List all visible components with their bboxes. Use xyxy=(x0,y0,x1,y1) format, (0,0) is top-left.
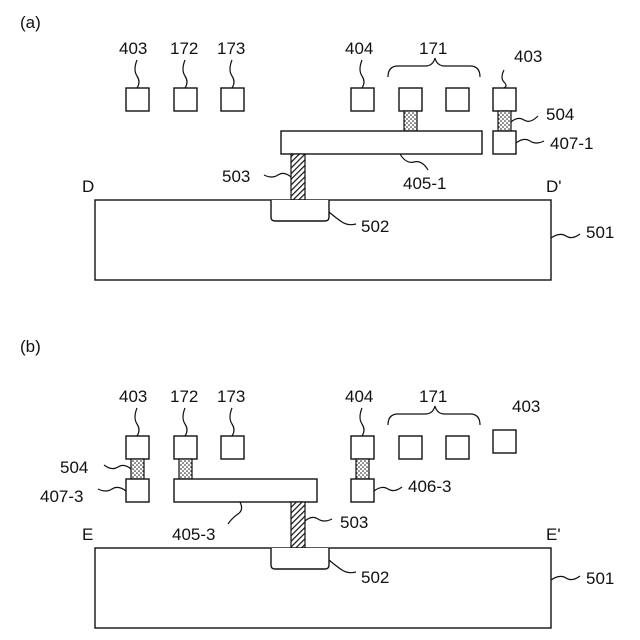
pad-403-left-b xyxy=(126,436,149,459)
panel-a: (a) 403 172 173 404 171 403 504 407-1 xyxy=(20,13,614,280)
label-407-1: 407-1 xyxy=(550,134,593,153)
label-D: D xyxy=(82,177,94,196)
via-404-b xyxy=(356,459,369,479)
label-502: 502 xyxy=(361,217,389,236)
label-171-b: 171 xyxy=(419,387,447,406)
label-E: E xyxy=(82,525,93,544)
leader-405-3 xyxy=(228,502,242,524)
pad-406-3 xyxy=(351,479,374,502)
label-173: 173 xyxy=(217,39,245,58)
pad-171-a-b xyxy=(399,436,422,459)
label-405-3: 405-3 xyxy=(172,525,215,544)
label-404: 404 xyxy=(345,39,373,58)
label-403-left: 403 xyxy=(119,39,147,58)
panel-b: (b) 403 172 173 404 171 403 504 407-3 xyxy=(20,337,614,628)
label-404-b: 404 xyxy=(345,387,373,406)
leader-504-b xyxy=(104,465,131,469)
contact-503-b xyxy=(291,502,305,548)
leader-173 xyxy=(230,60,234,88)
label-407-3: 407-3 xyxy=(40,487,83,506)
label-172-b: 172 xyxy=(170,387,198,406)
leader-405-1 xyxy=(400,154,428,170)
label-403-right-b: 403 xyxy=(512,397,540,416)
pad-171-b xyxy=(446,88,469,111)
leader-407-3 xyxy=(98,487,126,491)
leader-173-b xyxy=(230,408,234,436)
label-503: 503 xyxy=(222,167,250,186)
leader-407-1 xyxy=(516,139,544,143)
label-171: 171 xyxy=(419,39,447,58)
pad-403-right-b xyxy=(493,430,516,453)
label-504: 504 xyxy=(546,105,574,124)
label-406-3: 406-3 xyxy=(408,477,451,496)
leader-504 xyxy=(511,116,538,122)
leader-404-b xyxy=(360,408,364,436)
leader-404 xyxy=(360,60,364,88)
label-501: 501 xyxy=(586,223,614,242)
label-503-b: 503 xyxy=(340,513,368,532)
label-173-b: 173 xyxy=(217,387,245,406)
contact-503 xyxy=(291,154,305,200)
label-D-prime: D' xyxy=(546,177,562,196)
line-405-1 xyxy=(281,131,482,154)
pad-404 xyxy=(351,88,374,111)
pad-171-a xyxy=(399,88,422,111)
label-501-b: 501 xyxy=(586,569,614,588)
leader-503 xyxy=(264,173,291,177)
panel-b-label: (b) xyxy=(20,337,41,356)
leader-172-b xyxy=(183,408,187,436)
pad-407-1 xyxy=(493,131,516,154)
line-405-3 xyxy=(174,479,317,502)
diffusion-502 xyxy=(271,200,329,221)
pad-404-b xyxy=(351,436,374,459)
label-403-right: 403 xyxy=(514,47,542,66)
via-504-right xyxy=(498,111,511,131)
pad-403-right xyxy=(493,88,516,111)
leader-406-3 xyxy=(374,487,402,491)
panel-a-label: (a) xyxy=(20,13,41,32)
pad-172 xyxy=(174,88,197,111)
pad-407-3 xyxy=(126,479,149,502)
leader-403-right xyxy=(502,70,506,88)
pad-172-b xyxy=(174,436,197,459)
via-504-left-b xyxy=(131,459,144,479)
label-403-left-b: 403 xyxy=(119,387,147,406)
label-405-1: 405-1 xyxy=(403,174,446,193)
diffusion-502-b xyxy=(271,548,329,569)
leader-501-b xyxy=(551,576,580,580)
label-E-prime: E' xyxy=(546,525,561,544)
pad-171-b-b xyxy=(446,436,469,459)
label-504-b: 504 xyxy=(60,458,88,477)
brace-171 xyxy=(388,58,480,77)
pad-173-b xyxy=(221,436,244,459)
label-502-b: 502 xyxy=(361,568,389,587)
via-172-b xyxy=(179,459,192,479)
leader-503-b xyxy=(305,517,332,521)
via-504-center xyxy=(404,111,417,131)
pad-403-left xyxy=(126,88,149,111)
brace-171-b xyxy=(388,406,480,425)
leader-403-left-b xyxy=(135,408,139,436)
leader-403-left xyxy=(135,60,139,88)
leader-172 xyxy=(183,60,187,88)
label-172: 172 xyxy=(170,39,198,58)
pad-173 xyxy=(221,88,244,111)
leader-501 xyxy=(551,234,580,238)
